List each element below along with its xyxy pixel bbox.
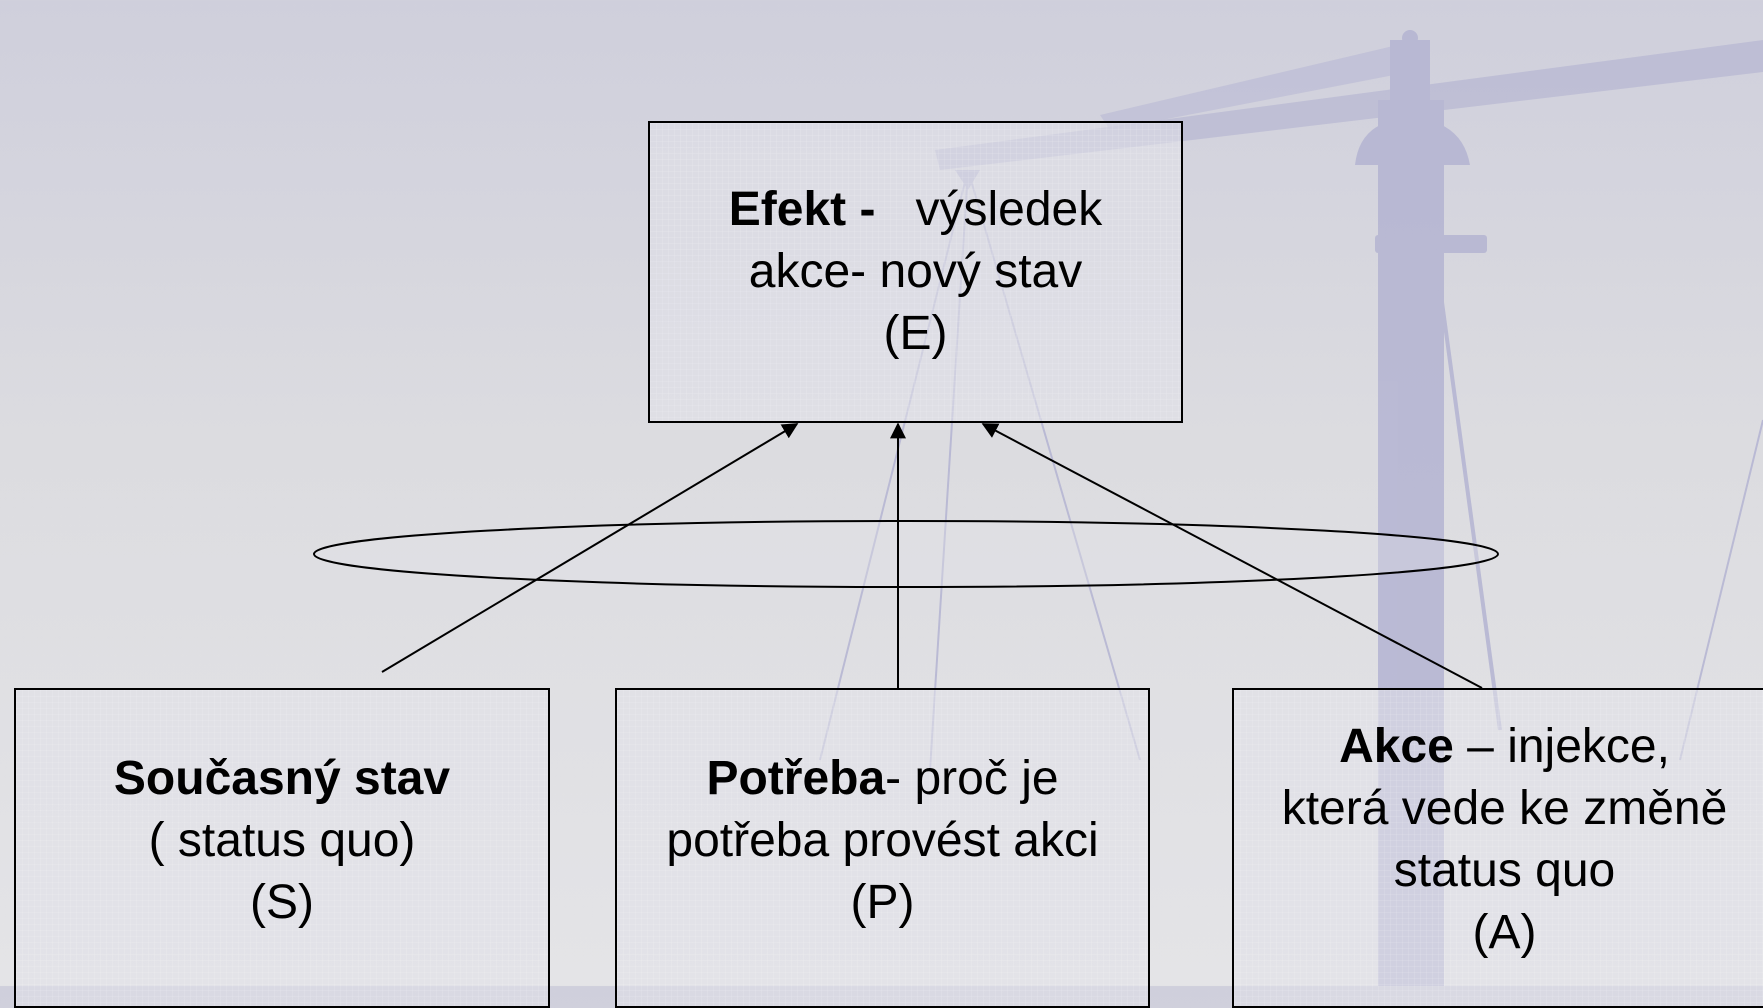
need-title: Potřeba — [706, 752, 886, 805]
status-quo-line-2: ( status quo) — [148, 814, 416, 867]
need-label: (P) — [850, 876, 915, 929]
action-line-1-rest: – injekce, — [1467, 720, 1670, 773]
action-line-2: která vede ke změně — [1281, 782, 1728, 835]
need-line-2: potřeba provést akci — [666, 814, 1099, 867]
status-quo-title: Současný stav — [113, 752, 451, 805]
need-line-1: Potřeba- proč je — [706, 748, 1058, 810]
effect-title: Efekt - — [728, 183, 876, 236]
need-line-1-rest: - proč je — [885, 752, 1059, 805]
action-box: Akce – injekce, která vede ke změně stat… — [1232, 688, 1763, 1008]
need-box: Potřeba- proč je potřeba provést akci (P… — [615, 688, 1150, 1008]
effect-label: (E) — [883, 307, 948, 360]
effect-line-2: akce- nový stav — [748, 245, 1083, 298]
action-line-1: Akce – injekce, — [1339, 716, 1670, 778]
status-quo-box: Současný stav ( status quo) (S) — [14, 688, 550, 1008]
effect-line-1: Efekt - výsledek — [729, 179, 1102, 241]
effect-box: Efekt - výsledek akce- nový stav (E) — [648, 121, 1183, 423]
input-grouping-ellipse — [313, 520, 1499, 588]
arrow-status-to-effect — [381, 423, 799, 673]
action-title: Akce — [1339, 720, 1454, 773]
status-quo-label: (S) — [250, 876, 314, 929]
arrow-action-to-effect — [981, 423, 1483, 689]
effect-line-1-rest: výsledek — [915, 183, 1103, 236]
action-line-3: status quo — [1393, 844, 1616, 897]
action-label: (A) — [1472, 906, 1537, 959]
